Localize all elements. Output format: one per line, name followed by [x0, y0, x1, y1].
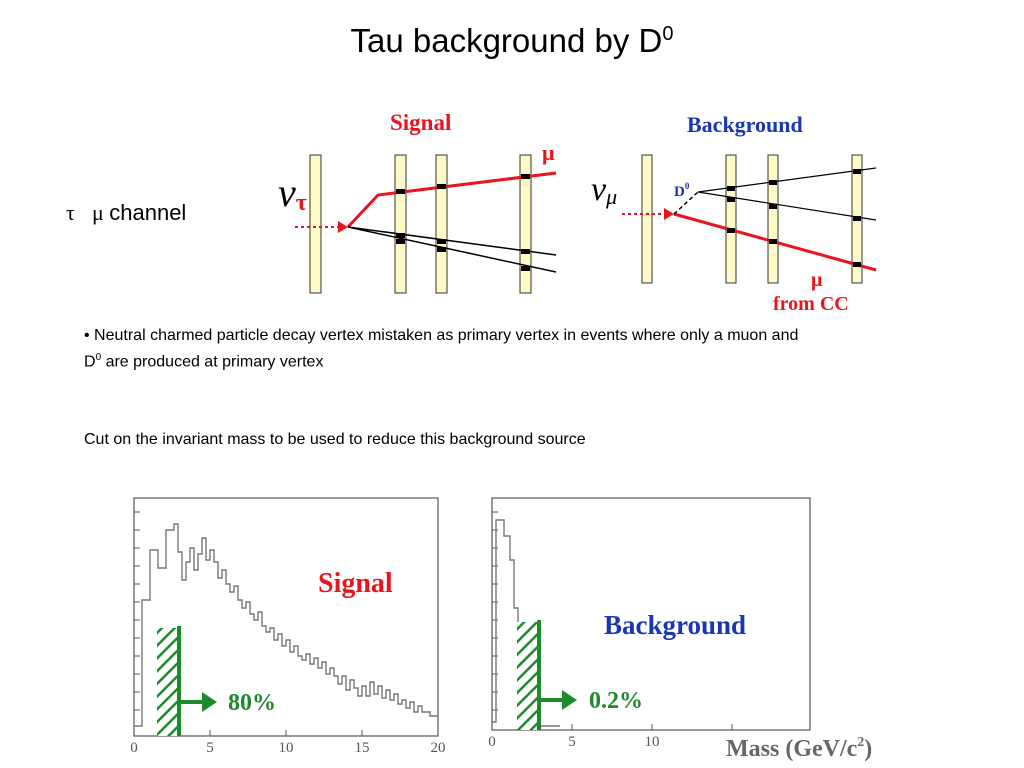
- signal-mu-label: μ: [542, 140, 555, 165]
- charm-daughter-track: [697, 191, 877, 221]
- detector-plane: [725, 154, 737, 284]
- signal-cut-arrowhead: [202, 692, 217, 712]
- hit-marker: [853, 169, 861, 174]
- channel-greek: τ μ: [66, 200, 104, 225]
- mass-axis-label: Mass (GeV/c2): [726, 735, 872, 762]
- signal-plot: 80% Signal 0 5 10 15 20: [130, 497, 446, 756]
- mass-axis-superscript: 2: [857, 735, 864, 750]
- hit-marker: [396, 233, 405, 238]
- hit-marker: [437, 239, 446, 244]
- signal-plot-label: Signal: [318, 568, 393, 599]
- mass-axis-close: ): [864, 736, 872, 762]
- signal-percent: 80%: [228, 690, 276, 716]
- hit-marker: [521, 249, 530, 254]
- detector-plane: [519, 154, 532, 294]
- d0-letter: D: [674, 184, 685, 200]
- bullet-line-1: • Neutral charmed particle decay vertex …: [84, 327, 799, 344]
- incoming-arrowhead: [338, 221, 348, 233]
- nu-mu-symbol: νμ: [591, 171, 617, 209]
- mu-subscript: μ: [605, 184, 617, 209]
- d0-flight-path: [673, 191, 699, 215]
- hit-marker: [396, 189, 405, 194]
- background-plot-ticks: [492, 511, 733, 730]
- signal-x-tick: 10: [279, 740, 294, 756]
- d0-superscript: 0: [685, 181, 690, 191]
- signal-cut-hatch: [157, 628, 179, 736]
- background-diagram: Background νμ D0 μ from CC: [591, 112, 877, 315]
- title-superscript: 0: [662, 23, 674, 45]
- signal-x-tick: 0: [130, 740, 138, 756]
- signal-plot-ticks: [134, 511, 363, 736]
- bullet-text: • Neutral charmed particle decay vertex …: [84, 325, 924, 373]
- hit-marker: [727, 228, 735, 233]
- background-diagram-label: Background: [687, 112, 803, 137]
- signal-diagram: Signal ντ μ: [278, 110, 557, 294]
- background-cut-arrowhead: [562, 690, 577, 710]
- background-mu-label: μ: [811, 269, 823, 291]
- mass-plots: 80% Signal 0 5 10 15 20 0.2% Background …: [130, 497, 872, 762]
- background-x-tick: 10: [645, 734, 660, 750]
- hit-marker: [437, 247, 446, 252]
- bullet-superscript: 0: [95, 352, 102, 363]
- signal-diagram-label: Signal: [390, 110, 451, 135]
- hit-marker: [727, 186, 735, 191]
- nu-symbol: ν: [591, 171, 607, 208]
- signal-plot-frame: [133, 497, 439, 737]
- background-percent: 0.2%: [589, 688, 643, 714]
- detector-plane: [309, 154, 322, 294]
- d0-label: D0: [674, 181, 690, 200]
- hit-marker: [521, 266, 530, 271]
- tau-subscript: τ: [296, 190, 307, 216]
- incoming-arrowhead: [664, 208, 674, 220]
- detector-plane: [641, 154, 653, 284]
- hit-marker: [769, 239, 777, 244]
- hadron-track: [347, 226, 557, 273]
- channel-label: τ μ channel: [66, 200, 186, 226]
- background-x-tick: 0: [488, 734, 496, 750]
- bullet-d-letter: D: [84, 353, 96, 371]
- hit-marker: [727, 197, 735, 202]
- nu-symbol: ν: [278, 170, 296, 215]
- mass-axis-text: Mass (GeV/c: [726, 736, 858, 762]
- title-text: Tau background by D: [350, 22, 663, 59]
- channel-word: channel: [109, 200, 187, 225]
- signal-histogram: [134, 523, 438, 727]
- detector-plane: [767, 154, 779, 284]
- hit-marker: [769, 180, 777, 185]
- nu-tau-symbol: ντ: [278, 170, 307, 216]
- signal-x-tick: 20: [431, 740, 446, 756]
- background-x-tick: 5: [568, 734, 576, 750]
- from-cc-label: from CC: [773, 293, 849, 315]
- muon-track: [346, 171, 557, 229]
- hit-marker: [853, 216, 861, 221]
- background-plot-label: Background: [604, 610, 746, 640]
- detector-plane: [394, 154, 407, 294]
- background-cut-hatch: [517, 622, 539, 730]
- slide-title: Tau background by D0: [0, 22, 1024, 60]
- decay-diagrams: Signal ντ μ Background: [278, 110, 877, 315]
- signal-x-tick: 15: [355, 740, 370, 756]
- cut-text: Cut on the invariant mass to be used to …: [84, 431, 586, 448]
- signal-x-tick: 5: [206, 740, 214, 756]
- hit-marker: [853, 262, 861, 267]
- hit-marker: [769, 204, 777, 209]
- background-plot: 0.2% Background 0 5 10 Mass (GeV/c2): [488, 497, 872, 762]
- charm-daughter-track: [697, 167, 877, 193]
- bullet-line-2: are produced at primary vertex: [101, 353, 324, 371]
- hit-marker: [521, 174, 530, 179]
- detector-plane: [435, 154, 448, 294]
- hit-marker: [437, 184, 446, 189]
- hit-marker: [396, 239, 405, 244]
- background-plot-frame: [491, 497, 811, 731]
